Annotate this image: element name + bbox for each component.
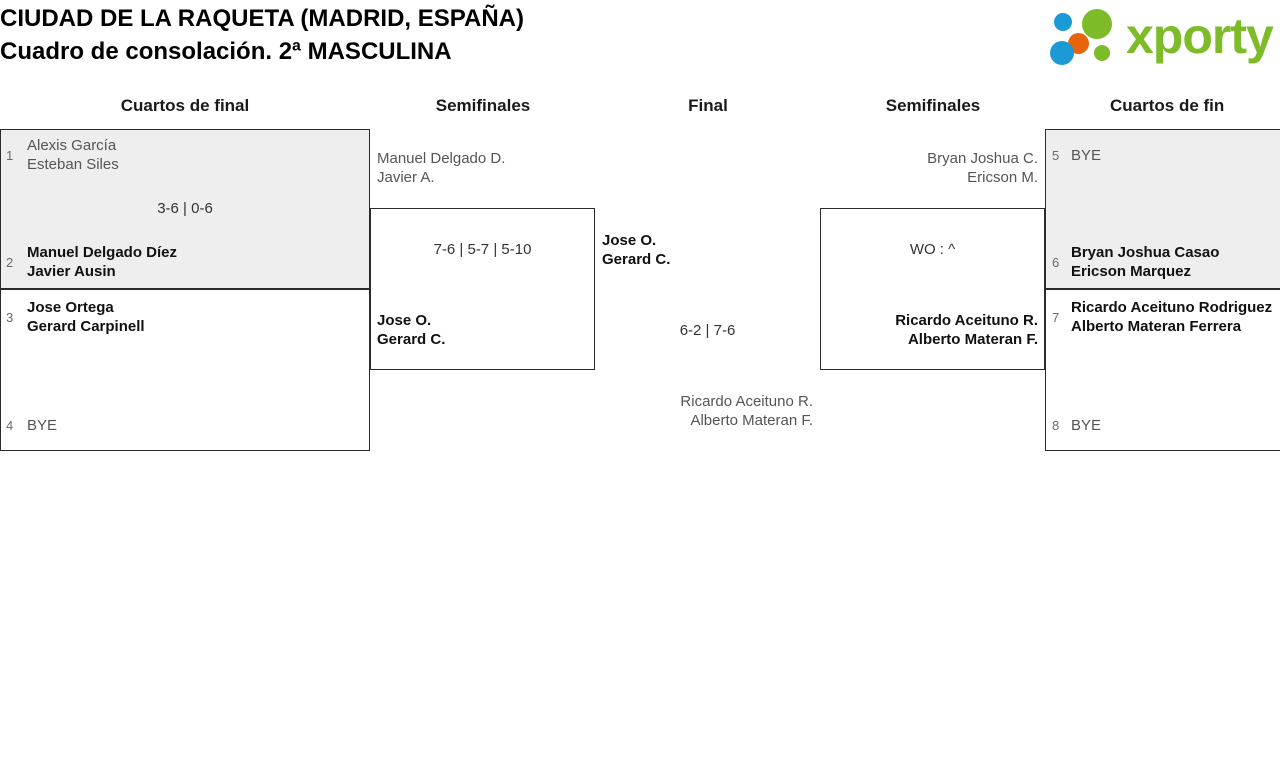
- player-name: Manuel Delgado Díez: [27, 244, 178, 261]
- player-name: Ricardo Aceituno R.: [895, 312, 1038, 329]
- player-name: Manuel Delgado D.: [377, 150, 506, 167]
- score-left-sf: 7-6 | 5-7 | 5-10: [433, 241, 532, 258]
- seed-right-qf1-bottom: 6: [1052, 255, 1060, 270]
- round-header-sf-left: Semifinales: [435, 96, 531, 115]
- team-left-qf2-bottom: BYE: [27, 416, 57, 435]
- seed-left-qf2-bottom: 4: [6, 418, 14, 433]
- page-title: CIUDAD DE LA RAQUETA (MADRID, ESPAÑA) Cu…: [0, 2, 524, 68]
- player-name: BYE: [1071, 417, 1102, 434]
- logo-dots-icon: [1050, 9, 1128, 65]
- tournament-name: CIUDAD DE LA RAQUETA (MADRID, ESPAÑA): [0, 5, 524, 32]
- player-name: Alberto Materan Ferrera: [1071, 318, 1242, 335]
- player-name: Gerard Carpinell: [27, 318, 145, 335]
- score-right-sf: WO : ^: [909, 241, 956, 258]
- team-final-bottom: Ricardo Aceituno R. Alberto Materan F.: [563, 392, 813, 430]
- team-right-qf1-bottom: Bryan Joshua Casao Ericson Marquez: [1071, 243, 1219, 281]
- player-name: Ricardo Aceituno R.: [680, 393, 813, 410]
- round-header-qf-left: Cuartos de final: [120, 96, 250, 115]
- player-name: Gerard C.: [377, 331, 446, 348]
- round-header-final: Final: [688, 96, 728, 115]
- match-box-right-sf[interactable]: [820, 208, 1045, 370]
- player-name: Bryan Joshua Casao: [1071, 244, 1220, 261]
- player-name: Alberto Materan F.: [690, 412, 813, 429]
- seed-right-qf2-bottom: 8: [1052, 418, 1060, 433]
- match-box-left-qf-2[interactable]: [0, 289, 370, 451]
- team-right-qf1-top: BYE: [1071, 146, 1101, 165]
- player-name: Jose O.: [377, 312, 432, 329]
- team-left-qf1-bottom: Manuel Delgado Díez Javier Ausin: [27, 243, 177, 281]
- player-name: Esteban Siles: [27, 156, 119, 173]
- seed-left-qf2-top: 3: [6, 310, 14, 325]
- player-name: Gerard C.: [602, 251, 671, 268]
- player-name: Ricardo Aceituno Rodriguez: [1071, 299, 1273, 316]
- player-name: BYE: [27, 417, 58, 434]
- match-box-right-qf-1[interactable]: [1045, 129, 1280, 289]
- match-box-right-qf-2[interactable]: [1045, 289, 1280, 451]
- match-box-left-sf[interactable]: [370, 208, 595, 370]
- score-left-qf1: 3-6 | 0-6: [157, 200, 213, 217]
- team-right-qf2-top: Ricardo Aceituno Rodriguez Alberto Mater…: [1071, 298, 1272, 336]
- player-name: Ericson M.: [967, 169, 1038, 186]
- player-name: Javier Ausin: [27, 263, 116, 280]
- team-left-sf-bottom: Jose O. Gerard C.: [377, 311, 445, 349]
- player-name: Alexis García: [27, 137, 117, 154]
- player-name: Jose Ortega: [27, 299, 114, 316]
- match-box-left-qf-1[interactable]: [0, 129, 370, 289]
- team-right-sf-top: Bryan Joshua C. Ericson M.: [788, 149, 1038, 187]
- seed-left-qf1-top: 1: [6, 148, 14, 163]
- player-name: Jose O.: [602, 232, 657, 249]
- team-left-sf-top: Manuel Delgado D. Javier A.: [377, 149, 505, 187]
- seed-right-qf2-top: 7: [1052, 310, 1060, 325]
- player-name: Bryan Joshua C.: [927, 150, 1038, 167]
- team-right-sf-bottom: Ricardo Aceituno R. Alberto Materan F.: [788, 311, 1038, 349]
- team-left-qf1-top: Alexis García Esteban Siles: [27, 136, 119, 174]
- seed-left-qf1-bottom: 2: [6, 255, 14, 270]
- player-name: Javier A.: [377, 169, 435, 186]
- draw-subtitle: Cuadro de consolación. 2ª MASCULINA: [0, 38, 452, 65]
- logo-wordmark: xporty: [1126, 8, 1274, 64]
- score-final: 6-2 | 7-6: [679, 322, 736, 339]
- xporty-logo: xporty: [1050, 5, 1275, 67]
- team-right-qf2-bottom: BYE: [1071, 416, 1101, 435]
- player-name: Ericson Marquez: [1071, 263, 1192, 280]
- player-name: BYE: [1071, 147, 1102, 164]
- team-final-top: Jose O. Gerard C.: [602, 231, 670, 269]
- player-name: Alberto Materan F.: [907, 331, 1038, 348]
- team-left-qf2-top: Jose Ortega Gerard Carpinell: [27, 298, 145, 336]
- round-header-qf-right: Cuartos de fin: [1110, 96, 1225, 115]
- round-header-sf-right: Semifinales: [885, 96, 981, 115]
- seed-right-qf1-top: 5: [1052, 148, 1060, 163]
